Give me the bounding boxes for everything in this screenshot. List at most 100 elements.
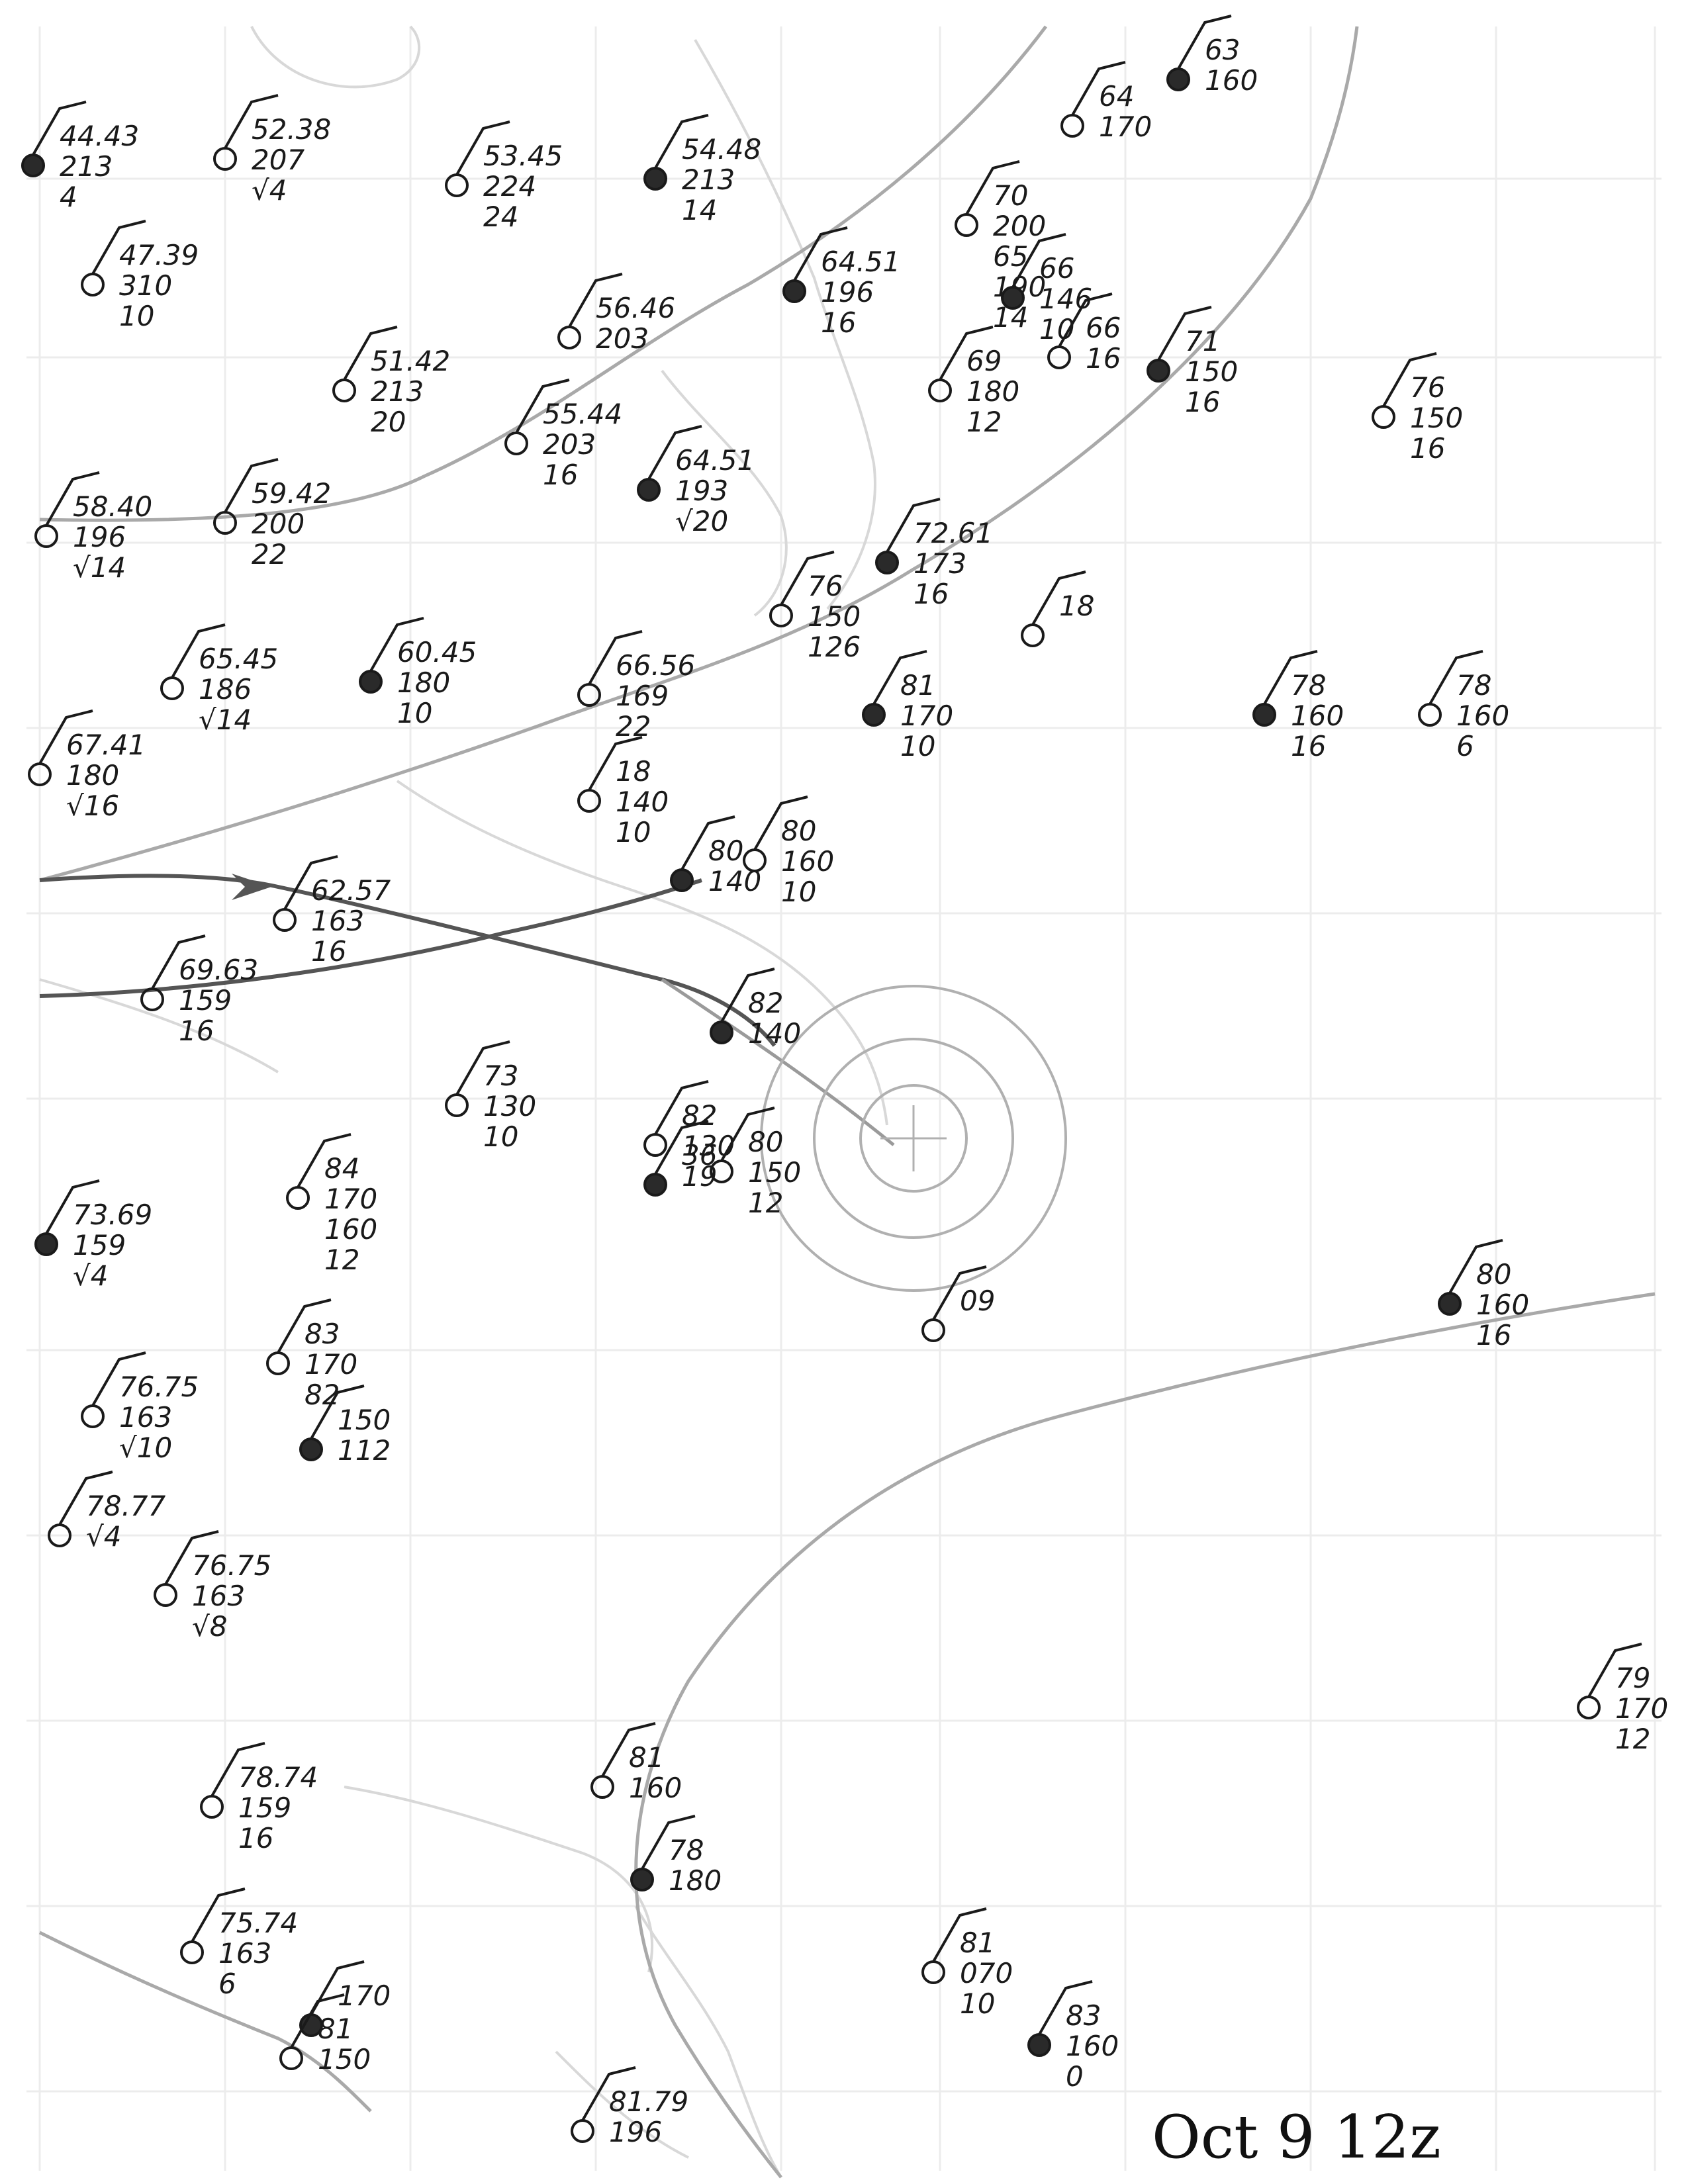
station-value: 84 xyxy=(324,1152,359,1185)
station-value: 180 xyxy=(66,759,119,792)
station-value: 173 xyxy=(914,547,966,580)
wind-barb-icon xyxy=(297,1133,352,1188)
station-value: 78 xyxy=(669,1834,704,1866)
wind-barb-icon xyxy=(191,1888,246,1942)
station-value: 16 xyxy=(1291,730,1326,762)
station-value: 16 xyxy=(179,1015,214,1047)
station-value: 150 xyxy=(748,1156,801,1189)
station-value: 78.74 xyxy=(238,1761,318,1794)
station-value: 65.45 xyxy=(199,643,278,675)
station-value: 80 xyxy=(748,1126,783,1158)
station-value: 76 xyxy=(1410,371,1445,404)
station-value: 22 xyxy=(616,710,651,743)
wind-barb-icon xyxy=(38,709,93,764)
station-value: 170 xyxy=(324,1183,377,1215)
station-value: 54.48 xyxy=(682,133,761,165)
station-value: 18 xyxy=(1059,590,1094,622)
station-value: 10 xyxy=(483,1120,518,1153)
isobar-south xyxy=(634,1292,1656,2179)
station-circle-icon xyxy=(332,379,356,402)
wind-barb-icon xyxy=(641,1815,696,1870)
station-value: 78 xyxy=(1456,669,1491,702)
station-value: 150 xyxy=(808,600,861,633)
wind-barb-icon xyxy=(211,1742,265,1797)
wind-barb-icon xyxy=(654,1120,709,1175)
wind-barb-icon xyxy=(720,1107,775,1161)
station-value: 70 xyxy=(993,179,1028,212)
station-value: 76 xyxy=(808,570,843,602)
station-value: 81 xyxy=(900,669,935,702)
wind-barb-icon xyxy=(283,855,338,910)
station-value: 213 xyxy=(371,375,424,408)
station-value: 73 xyxy=(483,1060,518,1092)
station-value: 159 xyxy=(238,1792,291,1824)
station-value: 12 xyxy=(1615,1723,1650,1755)
station-value: 58.40 xyxy=(73,490,152,523)
station-value: 310 xyxy=(119,269,172,302)
station-value: 75.74 xyxy=(218,1907,298,1939)
station-value: 0 xyxy=(1066,2060,1084,2093)
station-value: 16 xyxy=(914,578,949,610)
wind-barb-icon xyxy=(455,1040,510,1095)
station-value: 160 xyxy=(1456,700,1509,732)
station-circle-icon xyxy=(1147,359,1170,383)
station-value: 64 xyxy=(1099,80,1134,113)
station-value: 196 xyxy=(73,521,126,553)
station-value: 76.75 xyxy=(192,1549,271,1582)
station-circle-icon xyxy=(643,167,667,191)
station-value: 170 xyxy=(900,700,953,732)
station-value: 169 xyxy=(616,680,669,712)
station-value: 81 xyxy=(318,2013,353,2045)
station-value: 070 xyxy=(960,1957,1013,1989)
station-circle-icon xyxy=(637,478,661,502)
station-circle-icon xyxy=(200,1795,224,1819)
isobar-north xyxy=(39,25,1047,522)
station-value: 10 xyxy=(900,730,935,762)
station-value: 62.57 xyxy=(311,874,391,907)
wind-barb-icon xyxy=(1157,306,1212,361)
station-value: 82 xyxy=(748,987,783,1019)
station-s55: 170 xyxy=(299,1960,391,2037)
station-value: 150 xyxy=(1410,402,1463,434)
wind-barb-icon xyxy=(1058,293,1113,347)
station-value: 4 xyxy=(60,181,77,213)
station-value: 163 xyxy=(119,1401,172,1433)
wind-barb-icon xyxy=(1429,650,1483,705)
wind-barb-icon xyxy=(588,630,643,685)
isobar-southwest xyxy=(38,1931,372,2113)
isobars xyxy=(38,25,1656,2179)
wind-barb-icon xyxy=(310,1385,365,1439)
station-value: 44.43 xyxy=(60,120,139,152)
station-value: 112 xyxy=(338,1434,391,1467)
station-value: 224 xyxy=(483,170,536,203)
station-value: 80 xyxy=(781,815,816,847)
station-value: 150 xyxy=(338,1404,391,1436)
wind-barb-icon xyxy=(872,650,927,705)
station-value: 64.51 xyxy=(821,246,900,278)
station-value: 10 xyxy=(960,1987,995,2020)
station-value: 196 xyxy=(821,276,874,308)
station-value: √14 xyxy=(199,704,252,736)
station-value: 6 xyxy=(1456,730,1474,762)
station-circle-icon xyxy=(279,2046,303,2070)
